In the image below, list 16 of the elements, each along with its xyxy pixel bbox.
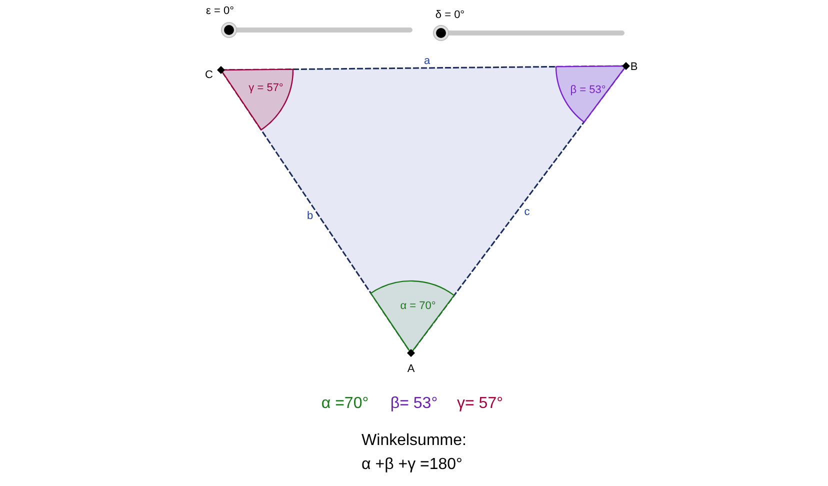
vertex-label: B [630,60,638,74]
side-label: a [424,54,430,68]
side-label: b [306,210,314,222]
vertex-label: A [407,362,415,376]
vertex-label: C [205,68,213,82]
angle-value: β= 53° [390,395,438,413]
slider-label: δ = 0° [435,8,465,22]
angle-label: β = 53° [570,84,606,96]
angle-value: α =70° [321,395,369,413]
angle-label: α = 70° [400,300,436,312]
angle-label: γ = 57° [248,82,284,94]
slider-label: ε = 0° [206,4,234,18]
formula: α +β +γ =180° [362,456,462,474]
side-label: c [524,206,530,218]
angle-value: γ= 57° [457,395,503,413]
heading: Winkelsumme: [362,432,466,450]
